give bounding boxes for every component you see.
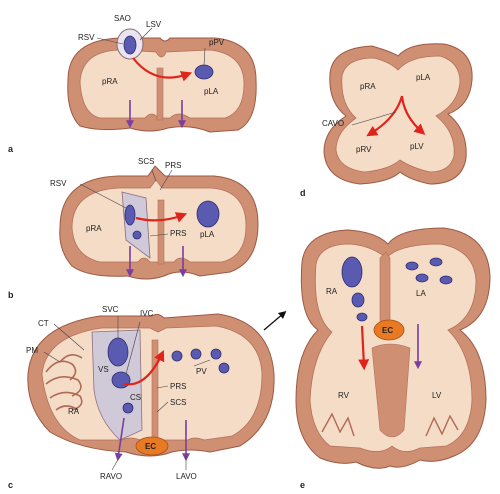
panel-c-ct-leader: [53, 323, 85, 351]
panel-a-sao-label: SAO: [114, 14, 131, 23]
panel-e-rv-label: RV: [338, 391, 350, 400]
panel-e-ec-label: EC: [382, 326, 393, 335]
panel-c-ec-label: EC: [145, 442, 156, 451]
panel-c: SVC IVC CT PM VS PV RA CS PRS SCS EC RAV…: [8, 305, 275, 490]
panel-c-prs-label: PRS: [170, 382, 186, 391]
panel-c-pv-vein-4: [218, 362, 230, 374]
panel-a-pra-label: pRA: [102, 77, 118, 86]
panel-c-prs-leader: [156, 385, 169, 389]
panel-b-prs-leader: [149, 233, 169, 237]
panel-d-pla-label: pLA: [416, 73, 431, 82]
panel-c-cs-vein: [122, 402, 134, 414]
panel-c-red-arrow: [123, 350, 165, 386]
panel-c-pv-vein-2: [190, 348, 202, 360]
panel-c-pm-label: PM: [26, 346, 38, 355]
panel-e-lv-label: LV: [432, 391, 442, 400]
transition-arrow: [263, 310, 287, 331]
panel-c-ivc-label: IVC: [140, 309, 154, 318]
panel-b-red-arrow: [135, 212, 188, 223]
panel-e-svc-vein: [341, 256, 363, 288]
panel-b-rsv-label: RSV: [50, 179, 67, 188]
panel-b-letter: b: [8, 290, 14, 300]
panel-b-prs-label: PRS: [170, 229, 186, 238]
panel-b-scs-label: SCS: [138, 157, 154, 166]
panel-e-trabeculae: [321, 412, 459, 437]
panel-c-svc-vein: [107, 337, 129, 367]
panel-a-septum: [156, 67, 164, 121]
panel-e-letter: e: [300, 480, 305, 490]
panel-e-ra-label: RA: [326, 287, 338, 296]
panel-b-pra-label: pRA: [86, 224, 102, 233]
panel-b-scs-leader: [151, 169, 157, 182]
panel-e-pv-vein-3: [415, 273, 429, 283]
panel-a-lsv-label: LSV: [146, 20, 162, 29]
panel-a-red-arrow: [132, 57, 193, 82]
panel-a-lsv-leader: [139, 27, 153, 41]
panel-a-ppv-leader: [203, 47, 206, 67]
panel-c-ivc-vein: [111, 371, 131, 389]
panel-c-ra-label: RA: [68, 407, 80, 416]
panel-c-pv-vein-3: [210, 348, 222, 360]
panel-b-cs-vein: [132, 230, 142, 240]
panel-a-ppv-label: pPV: [209, 38, 225, 47]
panel-c-pm-leader: [43, 351, 61, 363]
panel-b-prs-top-label: PRS: [165, 161, 181, 170]
panel-c-lavo-label: LAVO: [176, 472, 197, 481]
panel-c-septum: [151, 339, 159, 439]
panel-c-ivc-leader: [125, 321, 141, 375]
panel-a-ppv-vein: [194, 64, 214, 80]
panel-e-ventricular-septum: [371, 343, 411, 438]
panel-c-scs-leader: [156, 401, 169, 413]
panel-b-rsv-leader: [79, 183, 127, 209]
panel-d-plv-label: pLV: [410, 142, 424, 151]
panel-b-septum: [157, 199, 165, 265]
panel-c-vs-label: VS: [98, 365, 109, 374]
panel-e-pv-vein-2: [429, 257, 443, 267]
panel-d: pRA pLA CAVO pRV pLV d: [300, 43, 473, 198]
panel-d-lumen: [335, 55, 461, 173]
panel-c-letter: c: [8, 480, 13, 490]
panel-e-pv-vein-4: [439, 275, 453, 285]
panel-c-scs-label: SCS: [170, 398, 186, 407]
panel-d-letter: d: [300, 188, 306, 198]
panel-b-pv-vein: [196, 200, 220, 228]
panel-e-la-label: LA: [416, 289, 426, 298]
panel-e-ivc-vein: [351, 292, 365, 308]
panel-a-rsv-vein: [123, 35, 137, 55]
panel-c-purple-arrow-right: [114, 417, 125, 462]
panel-a-pla-label: pLA: [204, 87, 219, 96]
panel-a: SAO RSV LSV pPV pRA pLA a: [8, 14, 257, 154]
panel-c-ct-label: CT: [38, 319, 49, 328]
panel-e-pv-vein-1: [405, 261, 419, 271]
panel-d-prv-label: pRV: [356, 145, 372, 154]
panel-c-ravo-leader: [111, 455, 121, 471]
panel-d-red-arrow-left: [366, 95, 404, 137]
panel-d-red-arrow-right: [400, 95, 426, 135]
panel-e: RA LA EC RV LV e: [295, 227, 491, 490]
panel-b-rsv-vein: [124, 204, 136, 226]
panel-c-ec: [135, 436, 169, 456]
panel-b-pla-label: pLA: [200, 230, 215, 239]
panel-e-ec: [373, 319, 405, 341]
panel-c-ravo-label: RAVO: [100, 472, 122, 481]
panel-d-cavo-leader: [351, 111, 397, 126]
panel-a-rsv-label: RSV: [78, 33, 95, 42]
panel-c-pv-vein-1: [171, 350, 183, 362]
panel-e-red-arrow: [358, 325, 370, 371]
panel-e-cs-vein: [356, 312, 368, 322]
panel-e-atrial-septum: [379, 251, 391, 331]
panel-c-cs-label: CS: [130, 393, 141, 402]
panel-d-pra-label: pRA: [360, 82, 376, 91]
panel-a-rsv-leader: [96, 37, 124, 45]
panel-a-letter: a: [8, 144, 14, 154]
panel-c-pv-label: PV: [196, 367, 207, 376]
panel-b: SCS PRS RSV pRA PRS pLA b: [8, 157, 259, 300]
panel-c-svc-label: SVC: [102, 305, 119, 314]
panel-c-pectinate-muscles: [45, 354, 83, 411]
panel-d-cavo-label: CAVO: [322, 119, 344, 128]
panel-c-pv-leader: [193, 359, 211, 367]
panel-b-prs-top-leader: [159, 169, 173, 191]
